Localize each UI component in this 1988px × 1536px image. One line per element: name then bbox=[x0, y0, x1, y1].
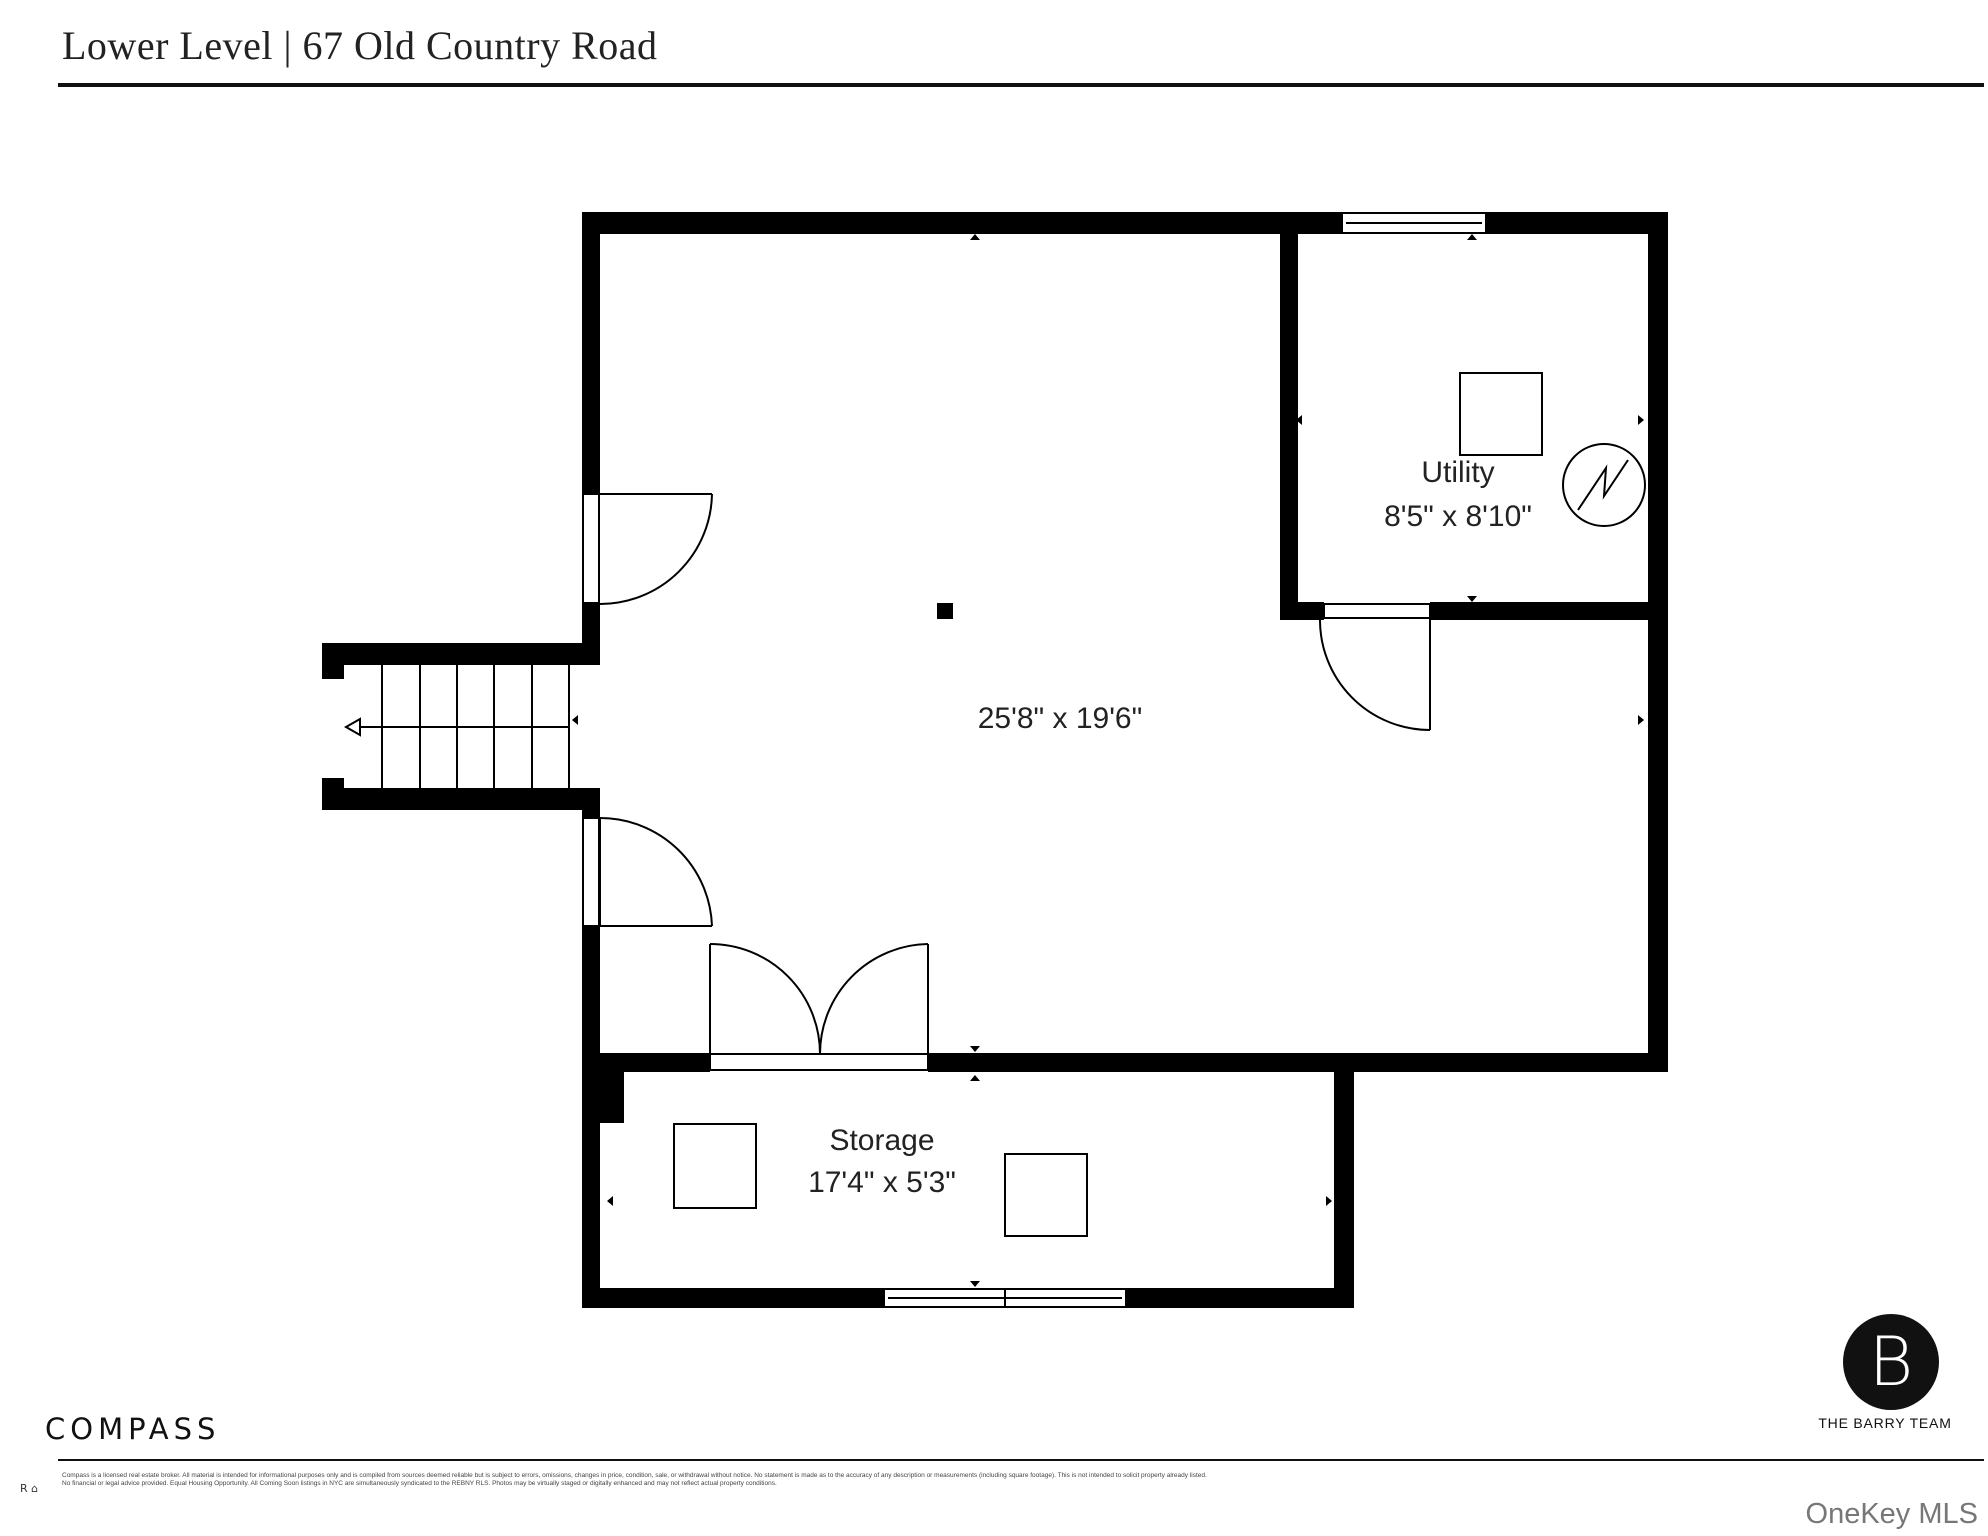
door-storage-double-frame bbox=[709, 1053, 929, 1071]
column bbox=[937, 603, 953, 619]
doors bbox=[582, 493, 1431, 1071]
storage-box-left bbox=[673, 1123, 757, 1209]
windows bbox=[883, 212, 1487, 1308]
wall-stair-bottom bbox=[322, 788, 600, 810]
wall-top-utility-right bbox=[1486, 212, 1668, 234]
barry-team-name: THE BARRY TEAM bbox=[1818, 1415, 1952, 1431]
stairs bbox=[343, 665, 570, 788]
storage-room-name: Storage bbox=[829, 1124, 934, 1157]
wall-storage-right bbox=[1334, 1053, 1354, 1308]
legal-disclaimer: Compass is a licensed real estate broker… bbox=[62, 1472, 1207, 1487]
wall-stair-end-bottom bbox=[322, 778, 344, 810]
wall-stair-top bbox=[322, 643, 600, 665]
equal-housing-icon: R ⌂ bbox=[20, 1482, 39, 1495]
storage-box-right bbox=[1004, 1153, 1088, 1237]
wall-left-upper bbox=[582, 212, 600, 494]
utility-box bbox=[1459, 372, 1543, 456]
walls bbox=[322, 212, 1668, 1308]
page-title: Lower Level | 67 Old Country Road bbox=[62, 23, 658, 68]
compass-wordmark: COMPASS bbox=[45, 1412, 221, 1446]
wall-storage-corner bbox=[582, 1053, 624, 1123]
measure-ticks bbox=[572, 234, 1644, 1287]
footer-divider bbox=[58, 1459, 1984, 1461]
door-utility-frame bbox=[1323, 603, 1431, 619]
wall-top-main bbox=[582, 212, 1340, 234]
fixtures bbox=[673, 372, 1646, 1237]
door-lower-left-frame bbox=[582, 817, 600, 927]
door-upper-left-frame bbox=[582, 493, 600, 604]
wall-storage-bottom-left bbox=[582, 1288, 884, 1308]
barry-team-logo-letter: B bbox=[1868, 1322, 1914, 1402]
utility-room-dims: 8'5" x 8'10" bbox=[1384, 500, 1532, 533]
wall-stair-end-top bbox=[322, 643, 344, 679]
wall-utility-left bbox=[1280, 212, 1298, 620]
wall-main-bottom-right bbox=[928, 1053, 1668, 1072]
barry-team-logo: B bbox=[1843, 1314, 1939, 1410]
wall-right-utility bbox=[1648, 212, 1668, 1072]
header-divider bbox=[58, 83, 1984, 87]
wall-utility-bottom-left bbox=[1280, 602, 1324, 620]
storage-room-dims: 17'4" x 5'3" bbox=[808, 1166, 956, 1199]
wall-utility-bottom-right bbox=[1430, 602, 1668, 620]
utility-room-name: Utility bbox=[1421, 456, 1494, 489]
wall-storage-bottom-right bbox=[1126, 1288, 1354, 1308]
mls-watermark: OneKey MLS bbox=[1805, 1498, 1978, 1530]
